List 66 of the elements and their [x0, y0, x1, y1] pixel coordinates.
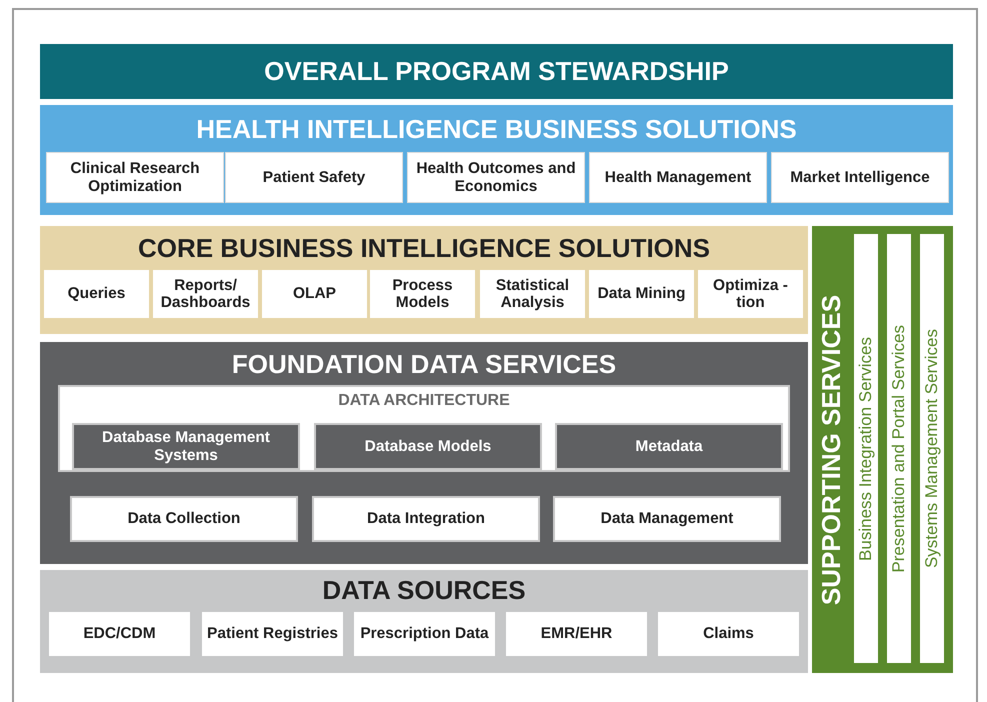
- layer-panel: [40, 570, 808, 673]
- component-box: [407, 152, 585, 203]
- component-box: [46, 152, 224, 203]
- component-box: [354, 612, 495, 656]
- layer-panel: [58, 385, 790, 472]
- component-label: Optimiza -tion: [712, 276, 789, 312]
- component-label: Business Integration Services: [856, 336, 876, 560]
- component-label: EMR/EHR: [540, 625, 614, 643]
- component-box: [70, 496, 298, 542]
- layer-title: HEALTH INTELLIGENCE BUSINESS SOLUTIONS: [196, 115, 797, 144]
- component-box: [918, 232, 946, 665]
- component-label: EDC/CDM: [82, 625, 157, 643]
- layer-panel: [812, 226, 953, 673]
- layer-title: OVERALL PROGRAM STEWARDSHIP: [264, 57, 729, 86]
- component-box: [589, 152, 767, 203]
- component-label: Patient Safety: [262, 168, 366, 186]
- component-label: Claims: [702, 625, 755, 643]
- component-label: Systems Management Services: [922, 328, 942, 568]
- component-box: [49, 612, 190, 656]
- component-box: [225, 152, 403, 203]
- title-band: [40, 44, 953, 99]
- component-box: [852, 232, 880, 665]
- component-box: [698, 270, 803, 318]
- component-label: Data Mining: [596, 285, 686, 303]
- component-label: Reports/ Dashboards: [160, 276, 252, 312]
- component-box: [885, 232, 913, 665]
- component-box: [44, 270, 149, 318]
- component-label: OLAP: [292, 285, 338, 303]
- component-box: [589, 270, 694, 318]
- layer-panel: [40, 226, 808, 334]
- component-box: [370, 270, 475, 318]
- component-label: Data Integration: [366, 510, 486, 528]
- layer-panel: [40, 105, 953, 215]
- layer-title: CORE BUSINESS INTELLIGENCE SOLUTIONS: [138, 234, 710, 263]
- component-box: [202, 612, 343, 656]
- component-box: [553, 496, 781, 542]
- component-label: Database Models: [364, 438, 492, 456]
- component-label: Metadata: [634, 438, 704, 456]
- component-box: [72, 423, 300, 470]
- component-box: [480, 270, 585, 318]
- component-box: [506, 612, 647, 656]
- component-label: Process Models: [391, 276, 454, 312]
- component-box: [153, 270, 258, 318]
- component-label: Clinical Research Optimization: [69, 160, 201, 195]
- component-label: Patient Registries: [206, 625, 339, 643]
- component-label: Market Intelligence: [789, 168, 931, 186]
- component-box: [771, 152, 949, 203]
- component-box: [262, 270, 367, 318]
- component-label: Queries: [66, 285, 126, 303]
- component-box: [555, 423, 783, 470]
- component-label: Health Management: [604, 168, 752, 186]
- component-label: Prescription Data: [359, 625, 490, 643]
- component-label: Data Collection: [126, 510, 242, 528]
- layer-title: SUPPORTING SERVICES: [816, 294, 847, 605]
- layer-panel: [40, 342, 808, 564]
- component-label: Health Outcomes and Economics: [415, 160, 577, 195]
- component-box: [312, 496, 540, 542]
- component-label: Presentation and Portal Services: [889, 324, 909, 572]
- layer-title: DATA SOURCES: [322, 576, 526, 605]
- component-label: Database Management Systems: [101, 429, 271, 464]
- layer-title: FOUNDATION DATA SERVICES: [232, 350, 616, 379]
- component-label: Statistical Analysis: [494, 276, 570, 312]
- component-label: Data Management: [600, 510, 734, 528]
- layer-title: DATA ARCHITECTURE: [338, 392, 510, 410]
- component-box: [314, 423, 542, 470]
- component-box: [658, 612, 799, 656]
